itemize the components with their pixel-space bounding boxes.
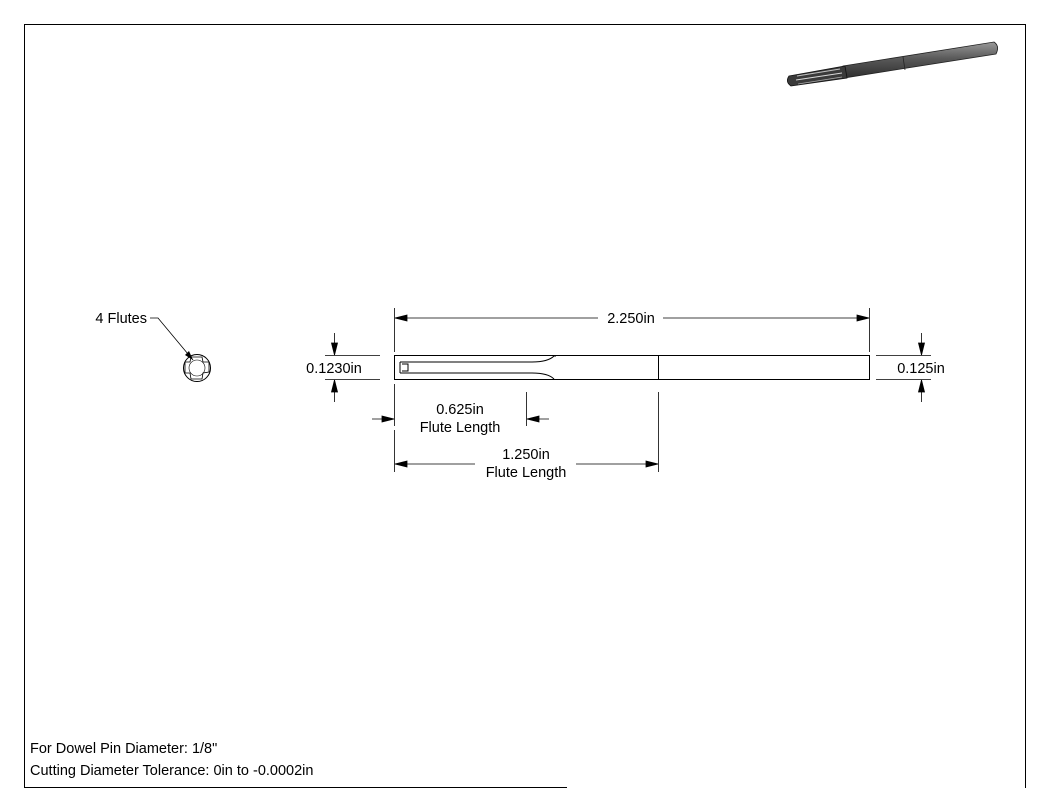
dim-overall-length — [394, 308, 870, 352]
flutes-leader — [150, 317, 194, 361]
cutting-diameter-value: 0.1230in — [306, 361, 362, 377]
short-flute-length-caption: Flute Length — [420, 420, 501, 436]
sheet-border — [24, 24, 1026, 788]
note-tolerance: Cutting Diameter Tolerance: 0in to -0.00… — [30, 763, 313, 779]
flutes-label: 4 Flutes — [95, 311, 147, 327]
dim-cutting-diameter — [325, 333, 380, 402]
note-dowel-pin: For Dowel Pin Diameter: 1/8" — [30, 741, 217, 757]
dim-long-flute-length — [394, 392, 659, 472]
reamer-side-view — [394, 355, 870, 380]
end-view — [183, 354, 211, 382]
shank-diameter-value: 0.125in — [897, 361, 945, 377]
long-flute-length-caption: Flute Length — [486, 465, 567, 481]
short-flute-length-value: 0.625in — [436, 402, 484, 418]
dim-short-flute-length — [372, 384, 549, 426]
dim-shank-diameter — [876, 333, 931, 402]
long-flute-length-value: 1.250in — [502, 447, 550, 463]
overall-length-value: 2.250in — [607, 311, 655, 327]
isometric-view — [787, 41, 998, 87]
